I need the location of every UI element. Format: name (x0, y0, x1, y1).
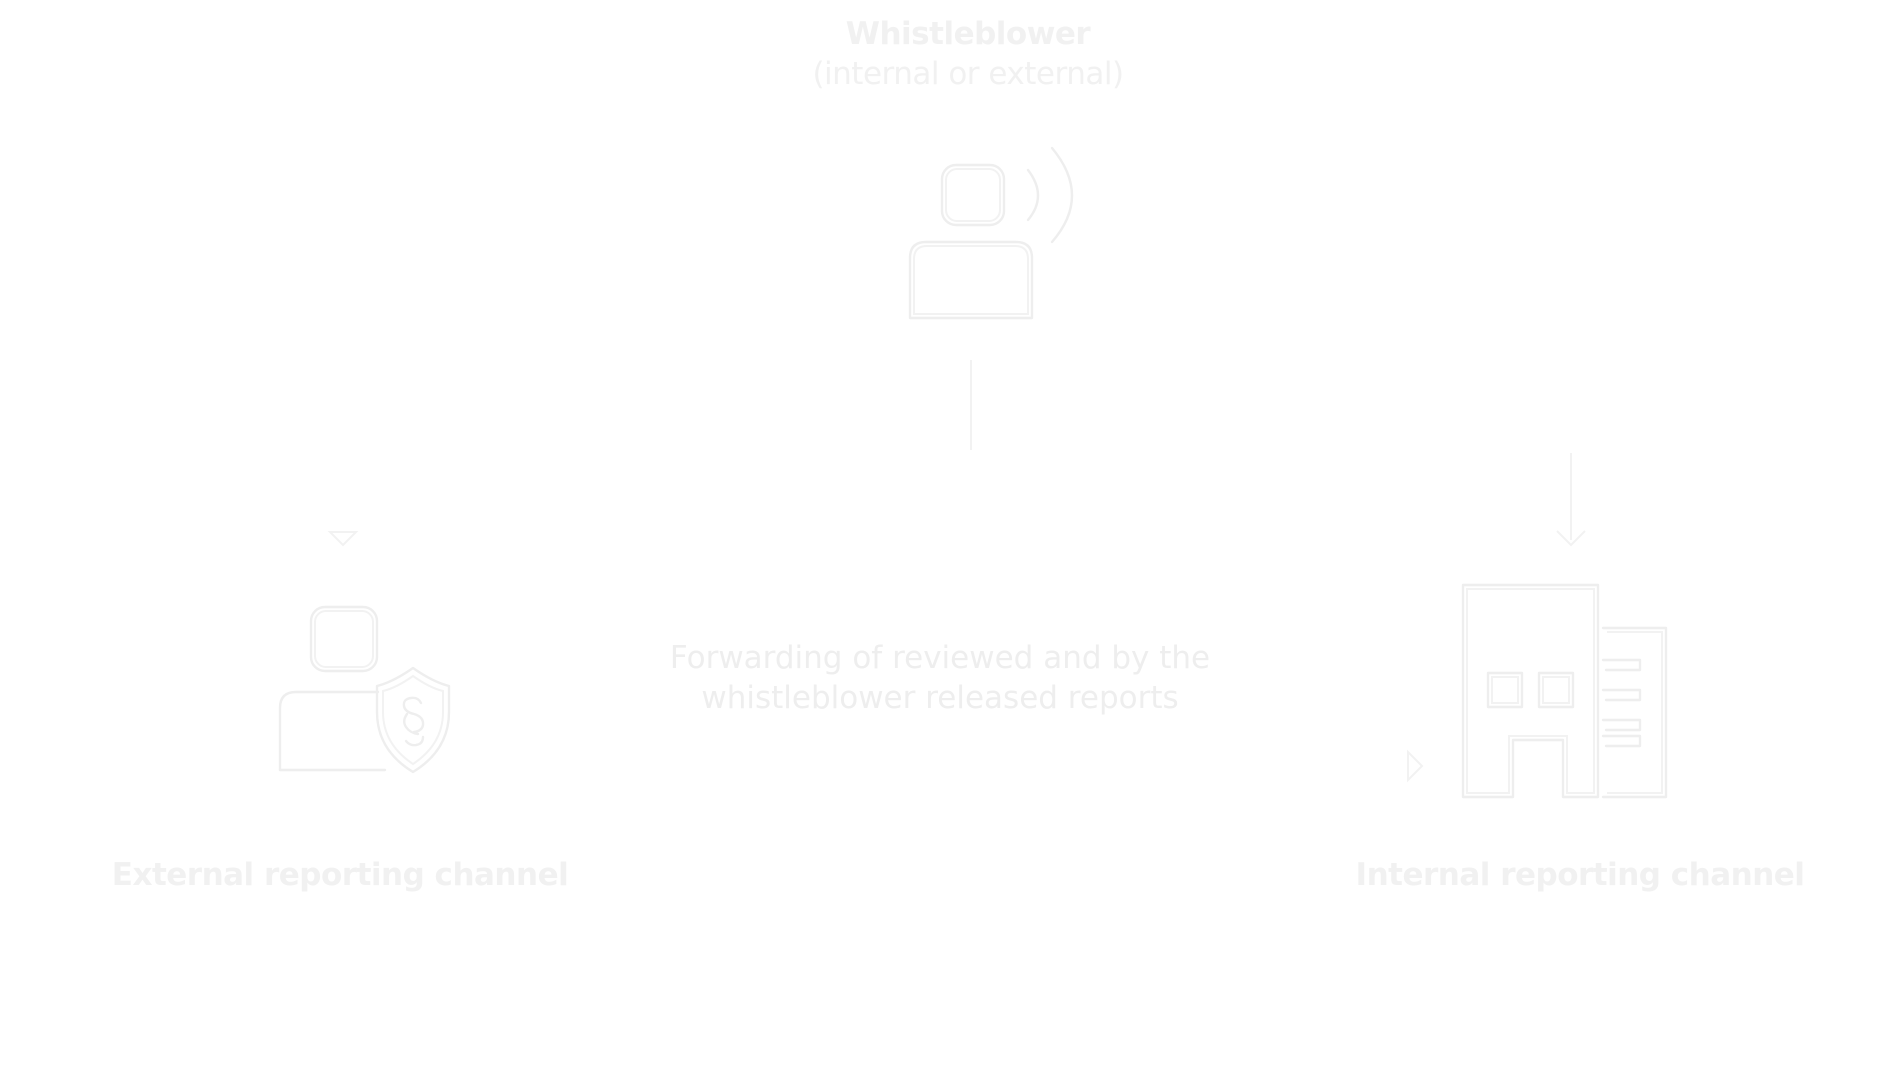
forwarding-line-2: whistleblower released reports (701, 680, 1179, 716)
whistleblower-subtitle: (internal or external) (812, 56, 1124, 92)
person-speaking-icon (908, 146, 1074, 320)
person-with-law-shield-icon (278, 605, 451, 774)
arrow-to-internal (1556, 453, 1586, 547)
arrow-head-external (327, 531, 359, 547)
whistleblower-title: Whistleblower (845, 16, 1091, 52)
office-building-icon (1461, 583, 1668, 799)
arrow-head-forwarding (1407, 749, 1424, 783)
forwarding-description: Forwarding of reviewed and by the whistl… (640, 638, 1240, 718)
whistleblower-title-block: Whistleblower (internal or external) (768, 14, 1168, 94)
internal-channel-label: Internal reporting channel (1355, 857, 1805, 893)
external-channel-label: External reporting channel (111, 857, 569, 893)
forwarding-line-1: Forwarding of reviewed and by the (669, 640, 1211, 676)
